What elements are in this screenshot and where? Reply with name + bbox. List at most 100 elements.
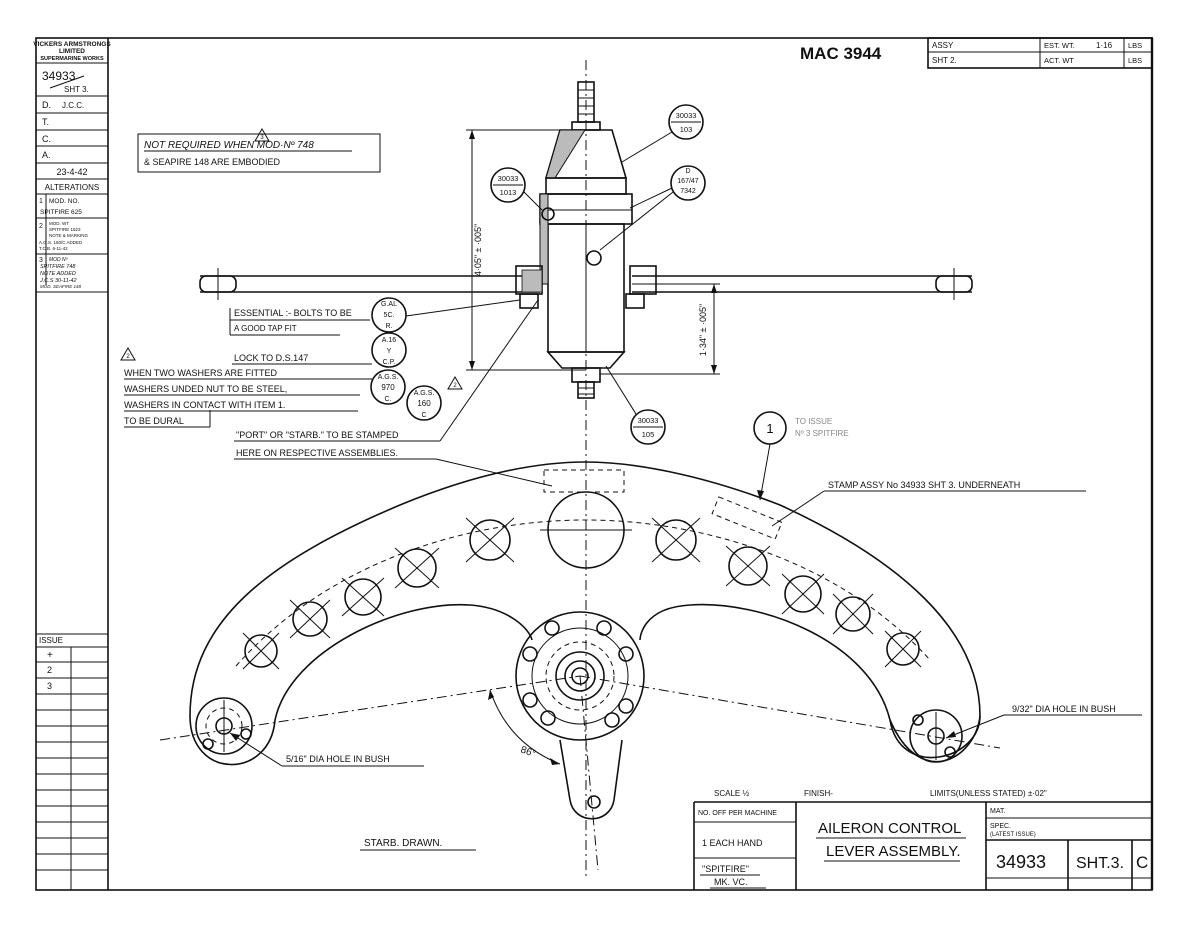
- angle-label: 86°: [519, 744, 537, 760]
- issue-letter: C: [1136, 853, 1148, 872]
- note-stamp-port-line-1: "PORT" OR "STARB." TO BE STAMPED: [236, 430, 399, 440]
- est-wt-value: 1·16: [1096, 41, 1113, 50]
- balloon-ags-970: A.G.S. 970 C.: [370, 369, 406, 405]
- note-stamp-assy: STAMP ASSY No 34933 SHT 3. UNDERNEATH: [828, 480, 1020, 490]
- weight-box: ASSY SHT 2. EST. WT. 1·16 LBS ACT. WT LB…: [927, 37, 1153, 69]
- balloon-30033-105-bottom: 105: [642, 430, 655, 439]
- balloon-ags-970-line-2: 970: [381, 383, 395, 392]
- balloon-gal: G.AL 5C. R.: [371, 297, 521, 333]
- issue-1: +: [47, 650, 53, 661]
- note-not-required-line-1: NOT REQUIRED WHEN MOD·Nº 748: [144, 140, 314, 151]
- balloon-a16-line-3: C.P.: [383, 359, 396, 366]
- alteration-3-line-5: MOD. SEAFIRE 148: [40, 284, 82, 289]
- strip-row-c-label: C.: [42, 134, 51, 144]
- strip-drawing-no: 34933: [42, 69, 76, 83]
- strip-sheet: SHT 3.: [64, 85, 89, 94]
- balloon-d-167: D 167/47 7342: [599, 165, 706, 251]
- balloon-gal-line-2: 5C.: [384, 312, 395, 319]
- balloon-30033-105: 30033 105: [605, 365, 666, 445]
- balloon-30033-103: 30033 103: [621, 104, 704, 163]
- est-wt-label: EST. WT.: [1044, 41, 1075, 50]
- note-hole-left: 5/16" DIA HOLE IN BUSH: [286, 754, 390, 764]
- drawing-title-line-2: LEVER ASSEMBLY.: [826, 843, 961, 860]
- title-block-drawing-no: 34933: [996, 852, 1046, 872]
- strip-row-t-label: T.: [42, 117, 49, 127]
- balloon-gal-line-1: G.AL: [381, 301, 397, 308]
- balloon-item-1-label: 1: [766, 421, 773, 436]
- balloon-ags-160-line-3: C: [421, 412, 426, 419]
- balloon-item-1: 1: [753, 411, 787, 501]
- alteration-2-line-3: NOTE & MARKING: [49, 233, 89, 238]
- balloon-30033-103-bottom: 103: [680, 125, 693, 134]
- issue-title: ISSUE: [39, 636, 63, 645]
- note-washers-line-2: WASHERS UNDED NUT TO BE STEEL,: [124, 384, 287, 394]
- alteration-2-no: 2: [39, 223, 43, 230]
- note-washers: 2 WHEN TWO WASHERS ARE FITTED WASHERS UN…: [120, 347, 372, 428]
- scale-label: SCALE ½: [714, 789, 749, 798]
- balloon-d-167-line-3: 7342: [680, 188, 696, 195]
- svg-text:2: 2: [453, 383, 457, 389]
- strip-date: 23-4-42: [56, 167, 87, 177]
- note-to-issue-line-2: Nº 3 SPITFIRE: [795, 429, 849, 438]
- note-washers-line-3: WASHERS IN CONTACT WITH ITEM 1.: [124, 400, 285, 410]
- strip-row-d-value: J.C.C.: [62, 101, 84, 110]
- balloon-ags-970-line-1: A.G.S.: [378, 374, 399, 381]
- alteration-3-line-4: J.C.S 30-11-42: [39, 278, 77, 284]
- balloon-gal-line-3: R.: [386, 323, 393, 330]
- limits-label: LIMITS(UNLESS STATED) ±·02": [930, 789, 1047, 798]
- note-lock: LOCK TO D.S.147: [234, 353, 308, 363]
- company-name-1: VICKERS ARMSTRONGS: [33, 41, 111, 48]
- alteration-2-line-2: SPITFIRE 1523: [49, 227, 81, 232]
- off-per-machine-label: NO. OFF PER MACHINE: [698, 810, 777, 817]
- balloon-a16-line-1: A.16: [382, 337, 397, 344]
- note-not-required-line-2: & SEAPIRE 148 ARE EMBODIED: [144, 157, 281, 167]
- svg-text:2: 2: [126, 354, 130, 360]
- alteration-2-line-4: A.G.S. 160/C ADDED: [39, 240, 83, 245]
- note-essential-line-1: ESSENTIAL :- BOLTS TO BE: [234, 308, 352, 318]
- dimension-height-lower: 1·34" ± ·005": [698, 304, 708, 356]
- balloon-ags-160-line-1: A.G.S.: [414, 390, 435, 397]
- est-wt-unit: LBS: [1128, 41, 1142, 50]
- alteration-1-line-1: MOD. NO.: [49, 198, 80, 205]
- dimension-lines: 4·05" ± ·005" 1·34" ± ·005": [466, 129, 720, 375]
- assy-label: ASSY: [932, 41, 954, 50]
- company-name-2: LIMITED: [59, 48, 85, 55]
- alteration-2-line-5: T.C.B. 6-11-42: [39, 246, 68, 251]
- act-wt-unit: LBS: [1128, 56, 1142, 65]
- each-hand-label: 1 EACH HAND: [702, 838, 763, 848]
- note-washers-line-1: WHEN TWO WASHERS ARE FITTED: [124, 368, 278, 378]
- alteration-3-line-3: NOTE ADDED: [40, 271, 76, 277]
- balloon-a16: A.16 Y C.P.: [371, 332, 407, 368]
- alteration-1-no: 1: [39, 198, 43, 205]
- drawing-title-line-1: AILERON CONTROL: [818, 820, 961, 837]
- alterations-title: ALTERATIONS: [45, 183, 99, 192]
- issue-grid: [36, 661, 108, 871]
- note-not-required: 3 NOT REQUIRED WHEN MOD·Nº 748 & SEAPIRE…: [137, 128, 381, 173]
- strip-row-d-label: D.: [42, 100, 51, 110]
- sheet-reference: MAC 3944: [800, 44, 882, 63]
- balloon-d-167-line-2: 167/47: [677, 178, 699, 185]
- spec-label: SPEC.: [990, 823, 1011, 830]
- lever-plan-view: 86°: [159, 400, 1005, 880]
- left-title-strip: VICKERS ARMSTRONGS LIMITED SUPERMARINE W…: [33, 41, 111, 890]
- finish-label: FINISH-: [804, 789, 833, 798]
- company-name-3: SUPERMARINE WORKS: [40, 56, 104, 62]
- alteration-3-line-1: MOD Nº: [49, 257, 68, 263]
- aircraft-label: "SPITFIRE": [702, 864, 749, 874]
- note-essential-line-2: A GOOD TAP FIT: [234, 324, 297, 333]
- spec-sub-label: (LATEST ISSUE): [990, 832, 1036, 838]
- alteration-2-line-1: MOD. WT: [49, 221, 69, 226]
- mat-label: MAT.: [990, 808, 1005, 815]
- note-to-issue-line-1: TO ISSUE: [795, 417, 832, 426]
- dimension-height-total: 4·05" ± ·005": [473, 224, 483, 276]
- balloon-30033-1013-top: 30033: [498, 174, 519, 183]
- note-stamp-port-line-2: HERE ON RESPECTIVE ASSEMBLIES.: [236, 448, 398, 458]
- note-hole-right: 9/32" DIA HOLE IN BUSH: [1012, 704, 1116, 714]
- svg-text:3: 3: [260, 135, 264, 141]
- alteration-1-line-2: SPITFIRE 625: [40, 209, 82, 216]
- balloon-30033-1013: 30033 1013: [490, 167, 543, 211]
- alteration-3-line-2: SPITFIRE 748: [40, 264, 76, 270]
- balloon-ags-160: A.G.S. 160 C: [406, 385, 442, 421]
